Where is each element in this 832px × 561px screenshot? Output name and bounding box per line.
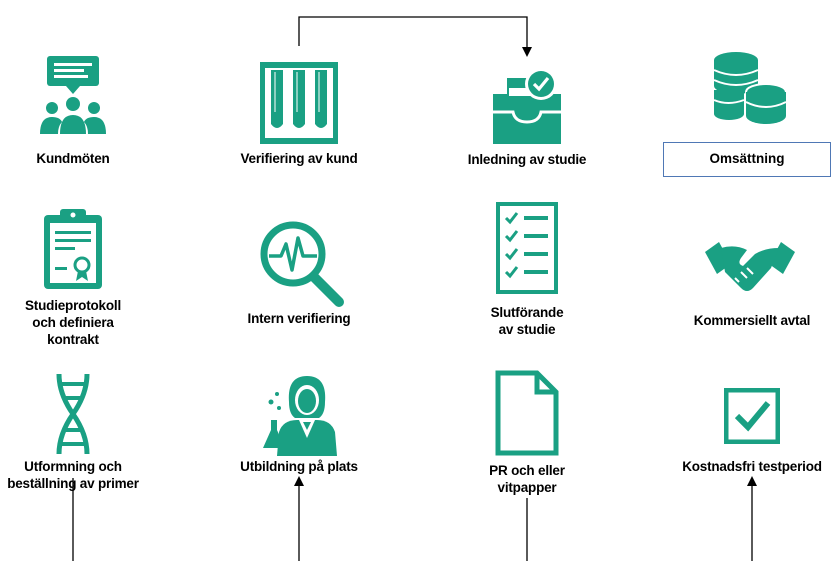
clipboard-certificate-icon [44,209,102,289]
label-slutforande: Slutförande av studie [490,305,564,337]
dna-icon [56,374,90,454]
chat-people-icon [40,56,106,134]
inbox-check-icon [493,68,561,144]
label-intern-verifiering: Intern verifiering [247,311,351,326]
label-inledning-av-studie: Inledning av studie [467,152,587,167]
magnifier-pulse-icon [260,221,344,307]
node-studieprotokoll: Studieprotokoll och definiera kontrakt [8,209,138,359]
node-omsattning: Omsättning [663,50,832,180]
node-kundmoten: Kundmöten [13,54,133,174]
connector-verifiering-to-inledning [298,16,532,57]
node-verifiering-av-kund: Verifiering av kund [229,62,369,177]
label-kommersiellt-avtal: Kommersiellt avtal [693,313,811,328]
node-utbildning: Utbildning på plats [229,372,369,482]
node-kostnadsfri: Kostnadsfri testperiod [677,388,827,488]
node-utformning: Utformning och beställning av primer [6,374,140,491]
label-verifiering-av-kund: Verifiering av kund [240,151,358,166]
checkbox-icon [724,388,780,444]
node-intern-verifiering: Intern verifiering [229,220,369,340]
scientist-icon [263,376,337,456]
node-kommersiellt-avtal: Kommersiellt avtal [677,238,827,338]
label-kostnadsfri: Kostnadsfri testperiod [682,459,822,474]
document-icon [495,370,559,456]
label-pr: PR och eller vitpapper [489,463,565,495]
omsattning-box: Omsättning [663,142,831,177]
label-utformning: Utformning och beställning av primer [7,459,139,491]
label-omsattning: Omsättning [709,151,785,166]
node-slutforande: Slutförande av studie [457,202,597,342]
coins-icon [713,52,787,124]
node-pr: PR och eller vitpapper [457,370,597,500]
test-tubes-icon [260,62,338,144]
checklist-icon [496,202,558,294]
label-kundmoten: Kundmöten [36,151,110,166]
label-studieprotokoll: Studieprotokoll och definiera kontrakt [25,298,121,347]
handshake-icon [705,242,795,291]
label-utbildning: Utbildning på plats [240,459,358,474]
node-inledning-av-studie: Inledning av studie [457,68,597,178]
